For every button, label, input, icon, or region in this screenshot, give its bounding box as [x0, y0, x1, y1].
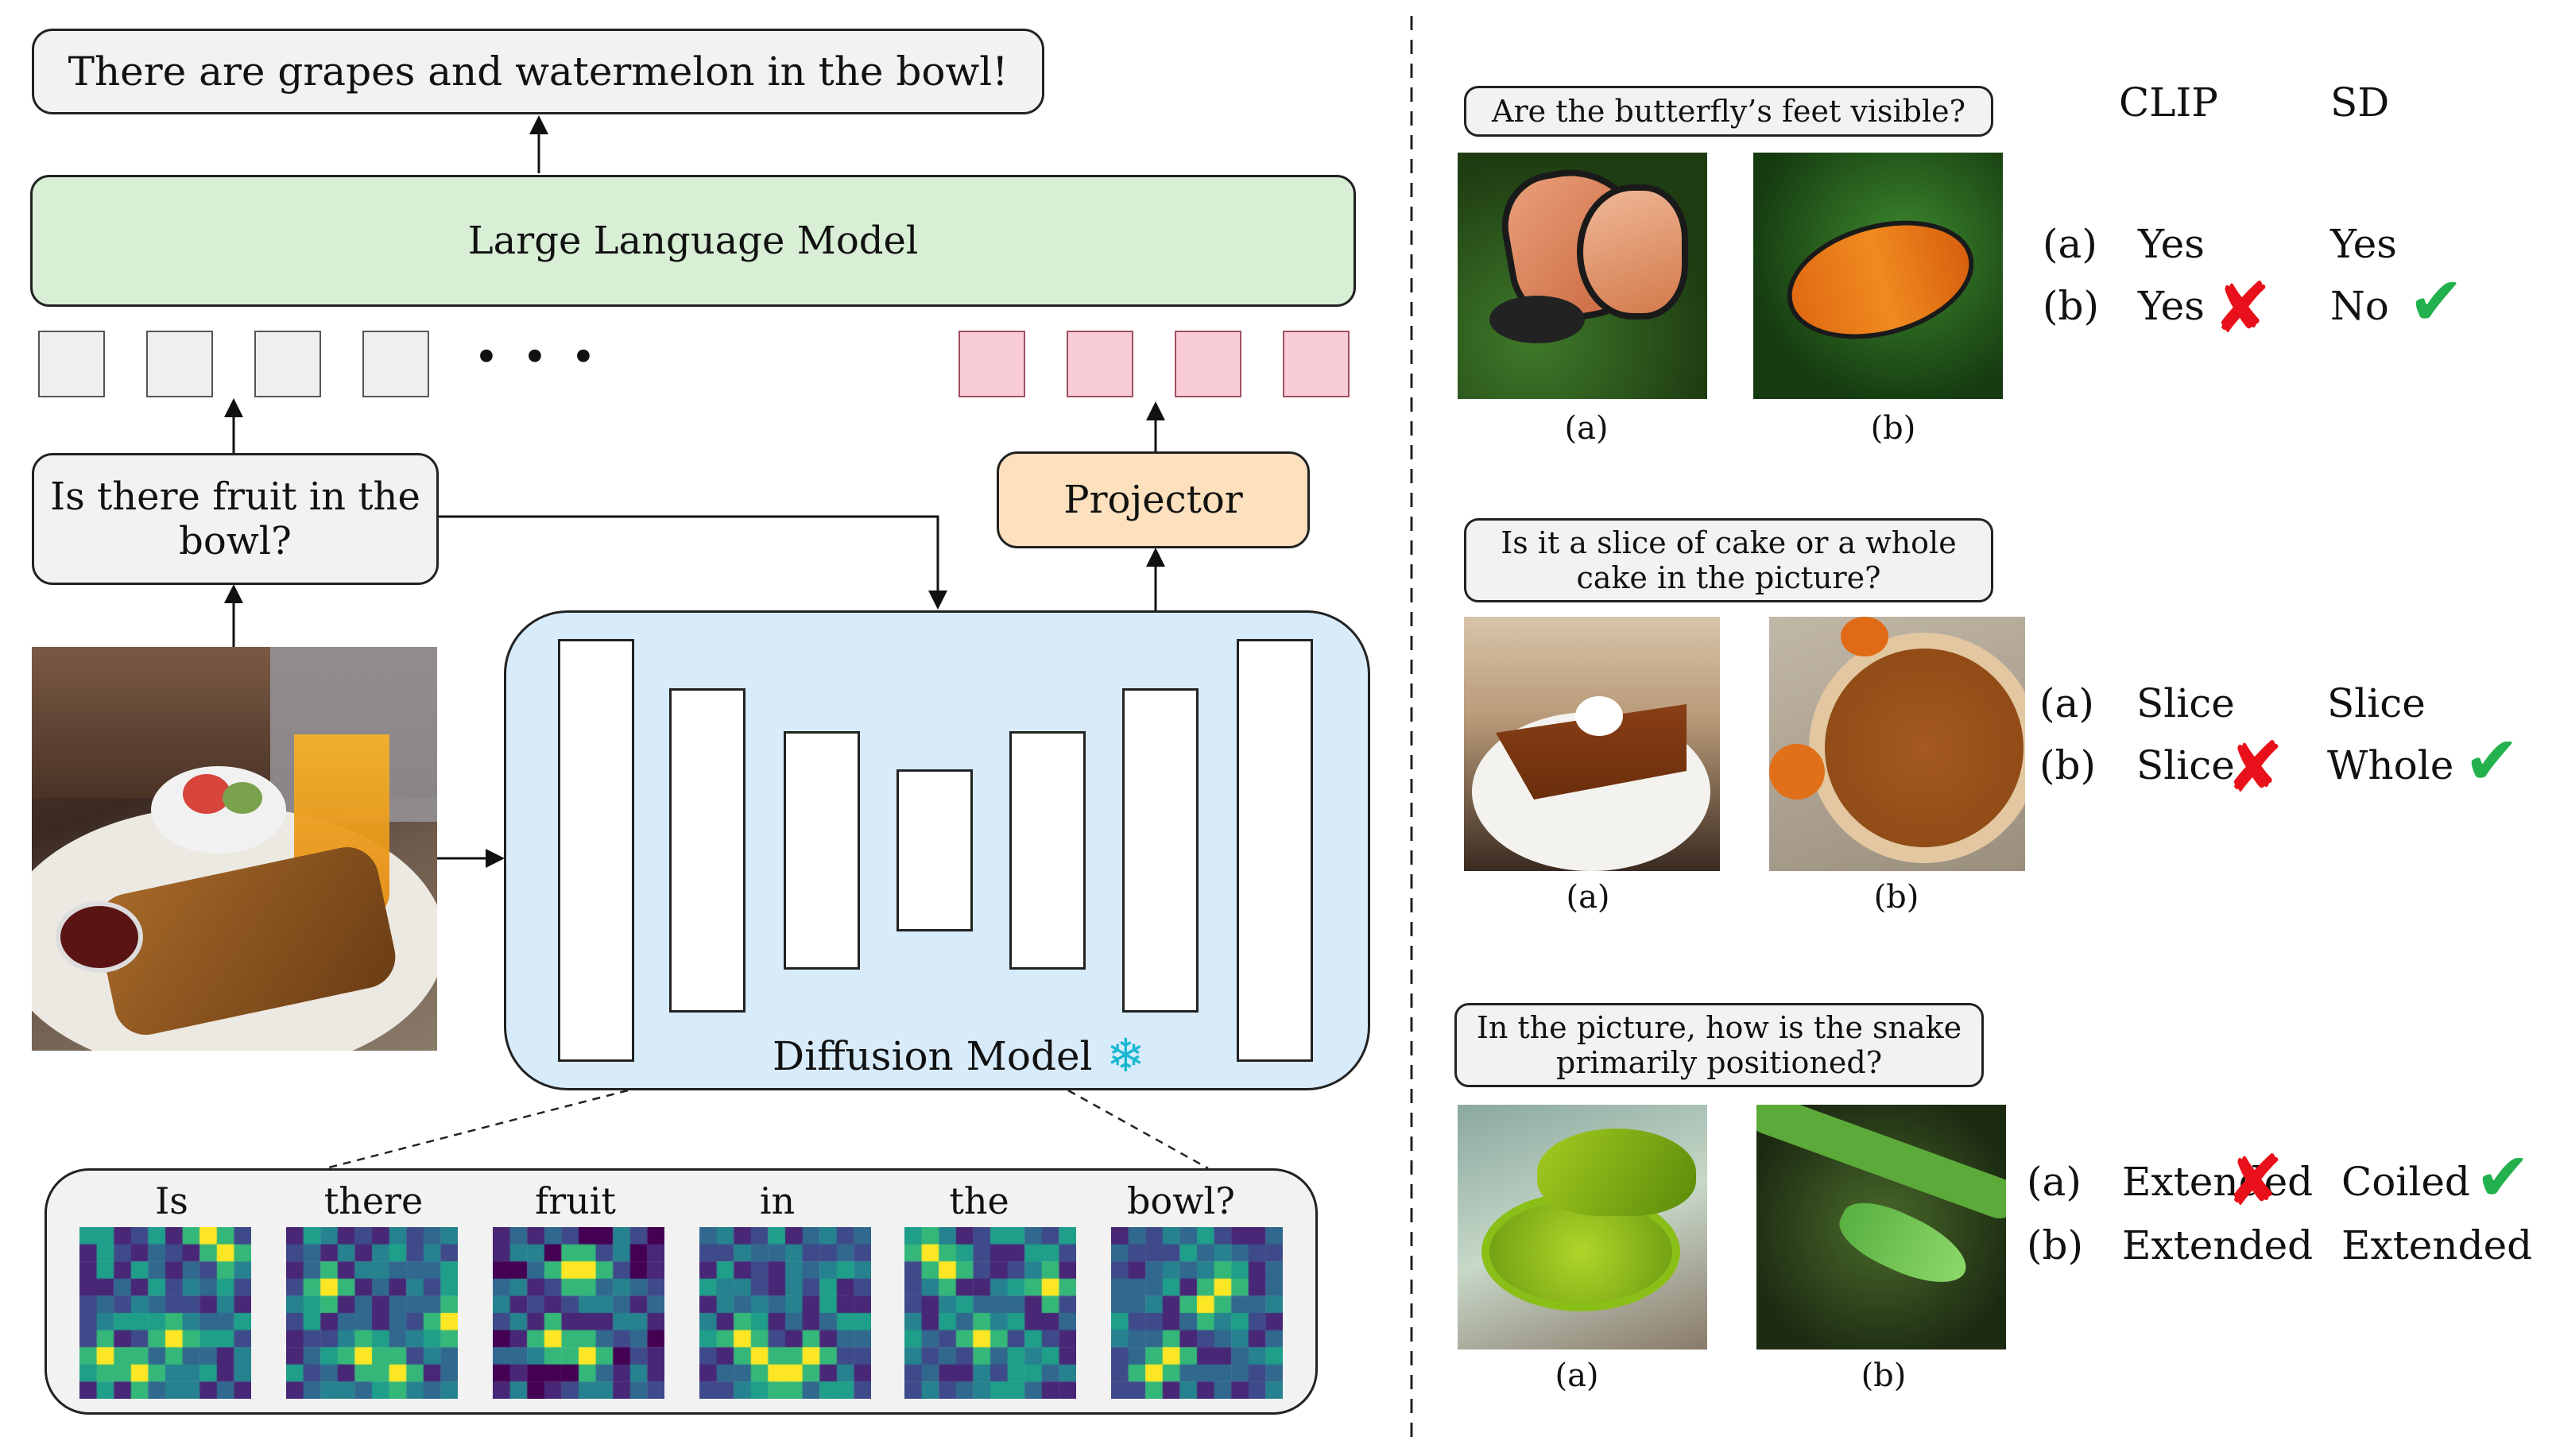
sd-answer: No	[2330, 283, 2389, 329]
snake-image-a	[1458, 1105, 1707, 1350]
sd-answer: Extended	[2341, 1222, 2533, 1268]
attention-word: the	[949, 1179, 1009, 1222]
check-icon: ✔	[2464, 722, 2520, 800]
unet-block	[897, 769, 973, 931]
attention-word: fruit	[535, 1179, 616, 1222]
visual-token	[1175, 331, 1241, 397]
question-text: Is there fruit in the bowl?	[50, 474, 420, 563]
attention-heatmap	[286, 1227, 458, 1399]
attention-heatmap	[79, 1227, 251, 1399]
caption-b: (b)	[1873, 879, 1919, 916]
output-text: There are grapes and watermelon in the b…	[68, 48, 1009, 95]
diffusion-label: Diffusion Model	[773, 1033, 1093, 1079]
projector-label: Projector	[1063, 478, 1243, 522]
visual-token	[1067, 331, 1133, 397]
sd-answer: Coiled	[2341, 1159, 2470, 1205]
cross-icon: ✘	[2213, 267, 2271, 349]
unet-block	[1122, 688, 1199, 1013]
caption-a: (a)	[1555, 1357, 1599, 1394]
clip-answer: Slice	[2136, 742, 2235, 788]
attention-word: Is	[155, 1179, 188, 1222]
visual-token	[1283, 331, 1350, 397]
cross-icon: ✘	[2225, 726, 2284, 808]
attention-heatmap	[699, 1227, 871, 1399]
cross-icon: ✘	[2225, 1140, 2284, 1222]
snowflake-icon: ❄	[1106, 1028, 1145, 1082]
text-token	[254, 331, 321, 397]
llm-box: Large Language Model	[30, 175, 1356, 307]
attention-heatmap	[904, 1227, 1076, 1399]
unet-block	[1009, 731, 1086, 970]
caption-b: (b)	[1861, 1357, 1907, 1394]
snake-image-b	[1756, 1105, 2006, 1350]
cake-image-b	[1769, 617, 2025, 871]
token-ellipsis: • • •	[474, 332, 601, 382]
header-clip: CLIP	[2119, 79, 2218, 126]
llm-label: Large Language Model	[467, 219, 919, 263]
check-icon: ✔	[2408, 262, 2465, 340]
row-label: (b)	[2027, 1222, 2084, 1268]
check-icon: ✔	[2475, 1138, 2531, 1216]
caption-a: (a)	[1564, 410, 1609, 447]
sd-answer: Whole	[2327, 742, 2454, 788]
question-bubble: Are the butterfly’s feet visible?	[1464, 86, 1993, 137]
clip-answer: Extended	[2122, 1159, 2314, 1205]
attention-heatmap	[493, 1227, 664, 1399]
question-bubble: In the picture, how is the snake primari…	[1454, 1003, 1984, 1087]
visual-token	[958, 331, 1025, 397]
unet-block	[558, 639, 634, 1062]
row-label: (b)	[2043, 283, 2100, 329]
sd-answer: Yes	[2330, 221, 2397, 267]
projector-box: Projector	[997, 451, 1310, 548]
output-text-box: There are grapes and watermelon in the b…	[32, 29, 1044, 114]
attention-word: in	[759, 1179, 796, 1222]
clip-answer: Extended	[2122, 1222, 2314, 1268]
caption-a: (a)	[1566, 879, 1610, 916]
row-label: (a)	[2027, 1159, 2082, 1205]
attention-word: there	[323, 1179, 424, 1222]
cake-image-a	[1464, 617, 1720, 871]
clip-answer: Slice	[2136, 680, 2235, 726]
unet-block	[669, 688, 746, 1013]
unet-block	[784, 731, 860, 970]
row-label: (a)	[2039, 680, 2094, 726]
butterfly-image-b	[1753, 153, 2003, 399]
row-label: (b)	[2039, 742, 2097, 788]
sd-answer: Slice	[2327, 680, 2426, 726]
food-image	[32, 647, 437, 1051]
question-bubble: Is it a slice of cake or a whole cake in…	[1464, 518, 1993, 602]
text-token	[38, 331, 105, 397]
question-box: Is there fruit in the bowl?	[32, 453, 439, 585]
text-token	[146, 331, 213, 397]
header-sd: SD	[2330, 79, 2390, 126]
attention-word: bowl?	[1127, 1179, 1235, 1222]
row-label: (a)	[2043, 221, 2097, 267]
clip-answer: Yes	[2138, 221, 2205, 267]
unet-block	[1237, 639, 1313, 1062]
attention-heatmap	[1111, 1227, 1283, 1399]
clip-answer: Yes	[2138, 283, 2205, 329]
butterfly-image-a	[1458, 153, 1707, 399]
caption-b: (b)	[1870, 410, 1916, 447]
attention-panel	[45, 1168, 1318, 1415]
text-token	[362, 331, 429, 397]
